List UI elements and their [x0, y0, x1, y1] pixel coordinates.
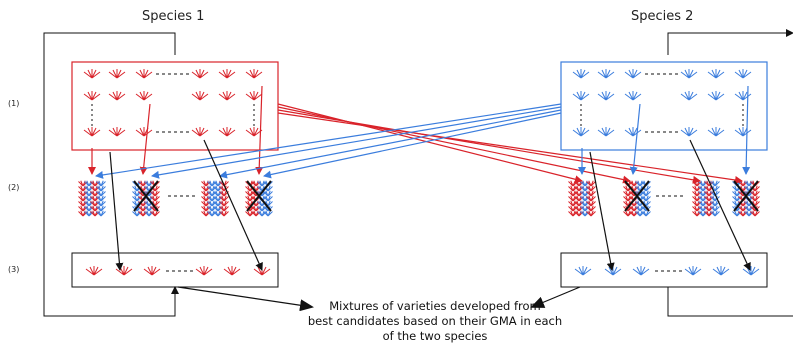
- reject-cross: [133, 180, 159, 212]
- species1-parent-plant: [191, 69, 209, 79]
- step-label-3: (3): [8, 265, 20, 274]
- species1-variety-plant: [253, 266, 271, 276]
- species2-title: Species 2: [631, 9, 694, 24]
- species1-parent-plant: [83, 69, 101, 79]
- species2-parent-plant: [707, 127, 725, 137]
- species1-parent-plant: [191, 127, 209, 137]
- species1-feedback-loop: [43, 32, 179, 317]
- species1-parent-plant: [108, 127, 126, 137]
- blue-arrow: [629, 103, 641, 175]
- selection-arrow: [203, 139, 263, 271]
- species2-variety-plant: [684, 266, 702, 276]
- species2-parent-plant: [597, 127, 615, 137]
- species1-parent-plant: [245, 91, 263, 101]
- caption-line-1: Mixtures of varieties developed from: [329, 299, 541, 313]
- species1-parent-plant: [135, 69, 153, 79]
- blue-arrow: [95, 103, 562, 179]
- reject-cross: [733, 180, 759, 212]
- species1-parent-plant: [135, 91, 153, 101]
- species2-to-mixture-arrow: [530, 286, 581, 308]
- species1-parent-plant: [108, 91, 126, 101]
- species2-parent-plant: [680, 91, 698, 101]
- hybrid-cluster: [568, 180, 596, 217]
- species2-parent-plant: [624, 127, 642, 137]
- red-arrow: [255, 85, 264, 175]
- blue-arrow: [742, 85, 751, 175]
- species2-parent-plant: [680, 69, 698, 79]
- selection-arrow: [109, 151, 124, 271]
- caption-line-3: of the two species: [382, 329, 488, 343]
- species1-parent-plant: [218, 91, 236, 101]
- cross-arrows: [88, 85, 751, 271]
- hybrid-cluster: [732, 180, 760, 217]
- species2-parent-plant: [597, 69, 615, 79]
- species1-parent-plant: [218, 127, 236, 137]
- species1-parent-plant: [191, 91, 209, 101]
- species1-variety-plant: [195, 266, 213, 276]
- species2-parent-plant: [572, 91, 590, 101]
- reject-crosses: [133, 180, 759, 212]
- step-label-1: (1): [8, 99, 20, 108]
- species2-parent-plant: [624, 91, 642, 101]
- selection-arrow: [689, 139, 751, 271]
- reject-cross: [624, 180, 650, 212]
- species2-parent-plant: [734, 91, 752, 101]
- blue-arrow: [151, 106, 562, 179]
- species1-parent-box: [71, 61, 279, 151]
- hybrid-cluster: [78, 180, 106, 217]
- species2-variety-plant: [604, 266, 622, 276]
- species1-parent-plant: [245, 69, 263, 79]
- species2-variety-plant: [712, 266, 730, 276]
- hybrid-cluster: [132, 180, 160, 217]
- red-arrow: [277, 112, 743, 184]
- species2-parent-plant: [572, 127, 590, 137]
- species2-parent-plant: [680, 127, 698, 137]
- species1-parent-plant: [135, 127, 153, 137]
- red-arrow: [277, 109, 701, 184]
- species2-parent-plant: [707, 91, 725, 101]
- species2-variety-box: [560, 252, 768, 288]
- species2-feedback-loop-bottom: [667, 287, 793, 317]
- species2-parent-plant: [707, 69, 725, 79]
- species2-parent-box: [560, 61, 768, 151]
- blue-arrow: [219, 109, 562, 179]
- species1-to-mixture-arrow: [177, 286, 314, 312]
- species2-variety-plant: [632, 266, 650, 276]
- plant-glyphs: [78, 69, 760, 276]
- species1-variety-plant: [115, 266, 133, 276]
- hybrid-cluster: [201, 180, 229, 217]
- red-arrow: [277, 103, 583, 184]
- species1-parent-plant: [218, 69, 236, 79]
- red-arrow: [277, 106, 631, 184]
- selection-arrow: [589, 151, 615, 271]
- step-label-2: (2): [8, 183, 20, 192]
- mixtures-caption: Mixtures of varieties developed from bes…: [300, 299, 570, 344]
- species2-variety-plant: [742, 266, 760, 276]
- species2-parent-plant: [624, 69, 642, 79]
- species1-parent-plant: [83, 91, 101, 101]
- species2-parent-plant: [734, 69, 752, 79]
- species1-variety-plant: [143, 266, 161, 276]
- hybrid-cluster: [692, 180, 720, 217]
- species2-variety-plant: [574, 266, 592, 276]
- species1-parent-plant: [108, 69, 126, 79]
- red-arrow: [139, 103, 151, 175]
- species2-parent-plant: [597, 91, 615, 101]
- species1-variety-plant: [223, 266, 241, 276]
- hybrid-cluster: [245, 180, 273, 217]
- caption-line-2: best candidates based on their GMA in ea…: [307, 314, 563, 328]
- species1-variety-plant: [85, 266, 103, 276]
- blue-arrow: [263, 112, 562, 179]
- species1-parent-plant: [245, 127, 263, 137]
- species2-feedback-loop: [667, 29, 793, 55]
- species1-title: Species 1: [142, 9, 205, 24]
- species1-variety-box: [71, 252, 279, 288]
- reject-cross: [246, 180, 272, 212]
- hybrid-cluster: [623, 180, 651, 217]
- species2-parent-plant: [572, 69, 590, 79]
- species1-parent-plant: [83, 127, 101, 137]
- species2-parent-plant: [734, 127, 752, 137]
